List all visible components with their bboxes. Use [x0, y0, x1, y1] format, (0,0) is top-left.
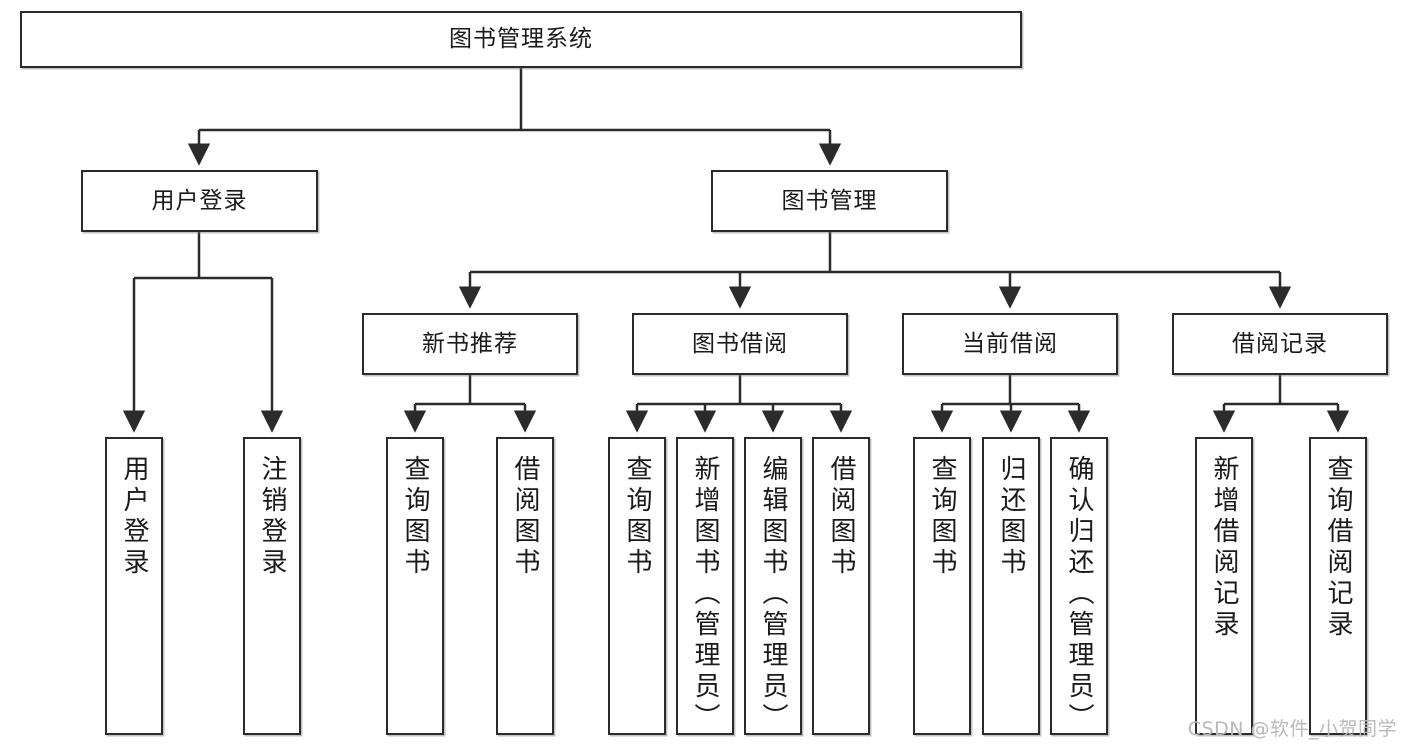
- node-label: 查询图书: [927, 455, 957, 579]
- node-label: 图书管理系统: [449, 26, 593, 53]
- node-label: 编辑图书（管理员）: [758, 455, 788, 734]
- node-label: 用户登录: [151, 187, 248, 214]
- leaf-current-query-book[interactable]: 查询图书: [913, 437, 971, 735]
- node-book-borrow[interactable]: 图书借阅: [632, 313, 848, 375]
- node-label: 查询借阅记录: [1323, 455, 1353, 641]
- node-label: 用户登录: [119, 455, 149, 579]
- node-label: 新书推荐: [422, 330, 518, 357]
- node-label: 查询图书: [622, 455, 652, 579]
- leaf-records-add-record[interactable]: 新增借阅记录: [1195, 437, 1253, 735]
- leaf-current-return-book[interactable]: 归还图书: [982, 437, 1040, 735]
- leaf-user-logout[interactable]: 注销登录: [243, 437, 301, 735]
- node-label: 借阅记录: [1232, 330, 1328, 357]
- leaf-recommend-query-book[interactable]: 查询图书: [386, 437, 444, 735]
- node-label: 图书管理: [781, 187, 878, 214]
- leaf-user-login[interactable]: 用户登录: [105, 437, 163, 735]
- node-label: 注销登录: [257, 455, 287, 579]
- node-borrow-records[interactable]: 借阅记录: [1172, 313, 1388, 375]
- leaf-recommend-borrow-book[interactable]: 借阅图书: [496, 437, 554, 735]
- node-label: 图书借阅: [692, 330, 788, 357]
- node-label: 确认归还（管理员）: [1064, 455, 1094, 734]
- node-new-book-recommend[interactable]: 新书推荐: [362, 313, 578, 375]
- node-root-book-management-system[interactable]: 图书管理系统: [20, 11, 1022, 68]
- node-book-management[interactable]: 图书管理: [711, 170, 948, 232]
- node-label: 借阅图书: [826, 455, 856, 579]
- csdn-watermark: CSDN @软件_小贺同学: [1187, 718, 1397, 740]
- leaf-borrow-query-book[interactable]: 查询图书: [608, 437, 666, 735]
- node-current-borrow[interactable]: 当前借阅: [902, 313, 1118, 375]
- node-label: 当前借阅: [962, 330, 1058, 357]
- leaf-current-confirm-return-admin[interactable]: 确认归还（管理员）: [1050, 437, 1108, 735]
- leaf-records-query-record[interactable]: 查询借阅记录: [1309, 437, 1367, 735]
- node-label: 查询图书: [400, 455, 430, 579]
- node-user-login[interactable]: 用户登录: [81, 170, 318, 232]
- leaf-borrow-add-book-admin[interactable]: 新增图书（管理员）: [676, 437, 734, 735]
- node-label: 归还图书: [996, 455, 1026, 579]
- leaf-borrow-borrow-book[interactable]: 借阅图书: [812, 437, 870, 735]
- leaf-borrow-edit-book-admin[interactable]: 编辑图书（管理员）: [744, 437, 802, 735]
- node-label: 新增图书（管理员）: [690, 455, 720, 734]
- node-label: 借阅图书: [510, 455, 540, 579]
- node-label: 新增借阅记录: [1209, 455, 1239, 641]
